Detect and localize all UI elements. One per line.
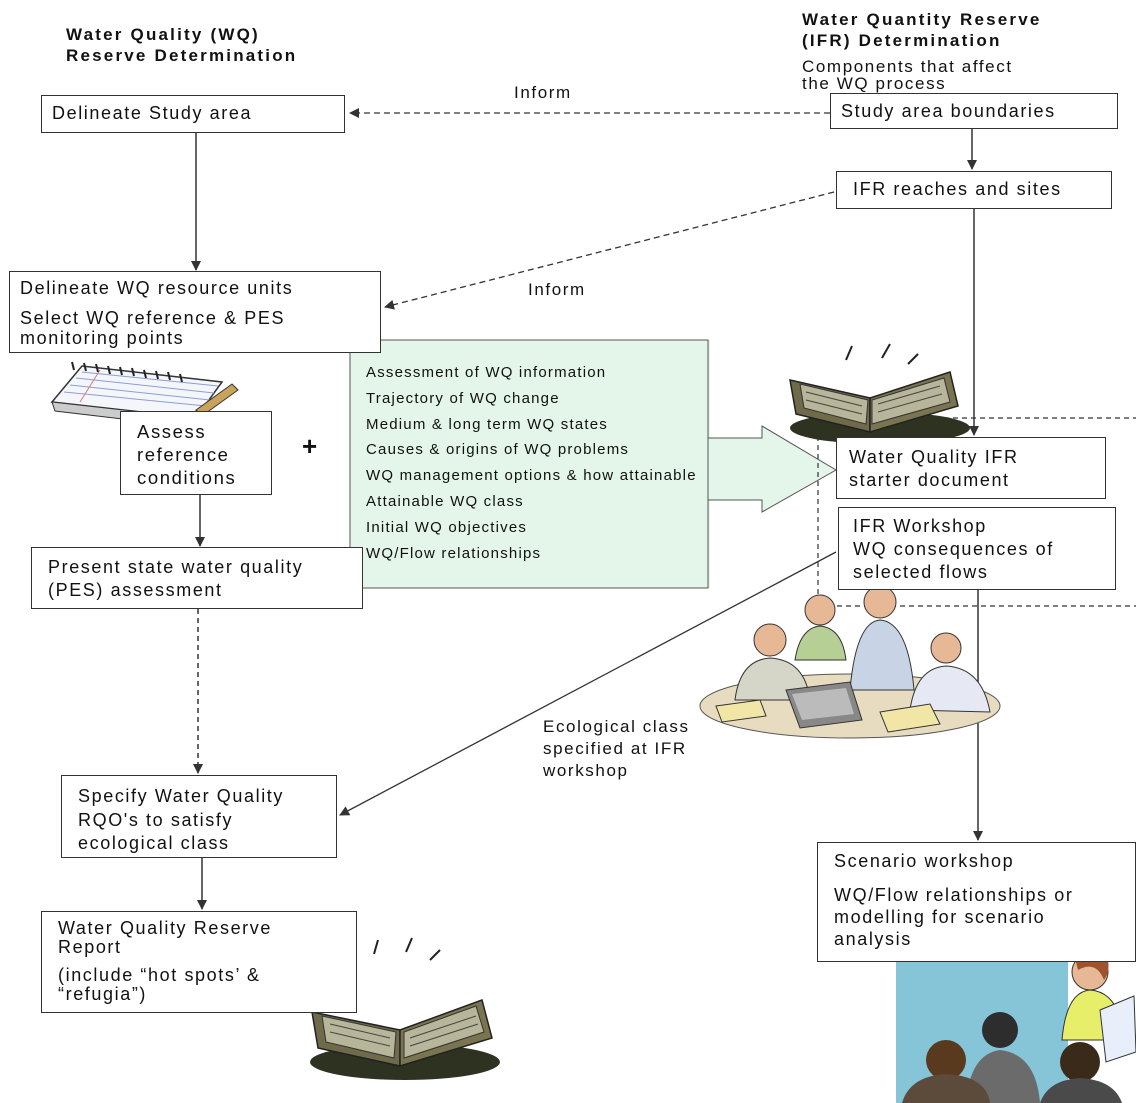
wq-ifr-starter-box: Water Quality IFR starter document xyxy=(836,437,1106,499)
starter-line-1: Water Quality IFR xyxy=(849,447,1019,467)
meeting-people-icon xyxy=(699,585,1001,739)
study-area-boundaries-box: Study area boundaries xyxy=(830,93,1118,129)
inform-arrow-middle xyxy=(384,191,835,310)
presentation-people-icon xyxy=(896,949,1136,1103)
eco-line-2: specified at IFR xyxy=(543,739,687,758)
resource-units-line-2: Select WQ reference & PES xyxy=(20,308,286,328)
arrow-ecological-class xyxy=(339,551,837,816)
rqo-line-1: Specify Water Quality xyxy=(78,786,284,806)
wq-header-line-1: Water Quality (WQ) xyxy=(66,25,260,44)
ifr-dashed-enclosure xyxy=(817,417,1136,607)
workshop-line-1: IFR Workshop xyxy=(853,516,987,536)
ifr-header: Water Quantity Reserve (IFR) Determinati… xyxy=(802,9,1042,51)
assess-line-2: reference xyxy=(137,444,230,465)
green-panel-border xyxy=(349,339,709,589)
wq-header: Water Quality (WQ) Reserve Determination xyxy=(66,24,297,66)
boundaries-label: Study area boundaries xyxy=(841,101,1056,121)
list-item: WQ/Flow relationships xyxy=(366,544,542,562)
scenario-line-2: WQ/Flow relationships or xyxy=(834,885,1074,905)
scenario-line-1: Scenario workshop xyxy=(834,851,1015,871)
resource-units-box: Delineate WQ resource units Select WQ re… xyxy=(9,271,381,353)
wq-reserve-report-box: Water Quality Reserve Report (include “h… xyxy=(41,911,357,1013)
assess-line-1: Assess xyxy=(137,421,207,442)
starter-line-2: starter document xyxy=(849,470,1010,490)
ifr-workshop-box: IFR Workshop WQ consequences of selected… xyxy=(838,507,1116,590)
open-book-icon xyxy=(789,343,970,444)
list-item: Trajectory of WQ change xyxy=(366,389,560,407)
inform-label-middle: Inform xyxy=(528,280,586,299)
delineate-study-area-label: Delineate Study area xyxy=(52,103,253,123)
specify-rqo-box: Specify Water Quality RQO's to satisfy e… xyxy=(61,775,337,858)
list-item: Medium & long term WQ states xyxy=(366,415,608,433)
eco-line-1: Ecological class xyxy=(543,717,690,736)
wq-header-line-2: Reserve Determination xyxy=(66,46,298,65)
report-line-4: “refugia”) xyxy=(58,984,148,1004)
resource-units-line-3: monitoring points xyxy=(20,328,185,348)
eco-line-3: workshop xyxy=(543,761,629,780)
workshop-line-2: WQ consequences of xyxy=(853,539,1054,559)
ifr-reaches-box: IFR reaches and sites xyxy=(836,171,1112,209)
workshop-line-3: selected flows xyxy=(853,562,989,582)
scenario-line-4: analysis xyxy=(834,929,912,949)
report-line-1: Water Quality Reserve xyxy=(58,918,272,938)
list-item: Attainable WQ class xyxy=(366,492,524,510)
scenario-workshop-box: Scenario workshop WQ/Flow relationships … xyxy=(817,842,1136,962)
report-line-3: (include “hot spots’ & xyxy=(58,965,261,985)
report-line-2: Report xyxy=(58,937,122,957)
ifr-subheader: Components that affect the WQ process xyxy=(802,58,1013,92)
rqo-line-2: RQO's to satisfy xyxy=(78,809,234,830)
pes-assessment-box: Present state water quality (PES) assess… xyxy=(31,547,363,609)
scenario-line-3: modelling for scenario xyxy=(834,907,1046,927)
ifr-subheader-line-2: the WQ process xyxy=(802,74,947,93)
ifr-header-line-1: Water Quantity Reserve xyxy=(802,10,1042,29)
list-item: Initial WQ objectives xyxy=(366,518,528,536)
assess-line-3: conditions xyxy=(137,467,237,488)
open-book-icon xyxy=(310,937,500,1080)
pes-line-1: Present state water quality xyxy=(48,557,304,577)
delineate-study-area-box: Delineate Study area xyxy=(41,95,345,133)
ifr-subheader-line-1: Components that affect xyxy=(802,57,1013,76)
ecological-class-label: Ecological class specified at IFR worksh… xyxy=(543,716,690,782)
assess-reference-box: Assess reference conditions xyxy=(120,411,272,495)
ifr-header-line-2: (IFR) Determination xyxy=(802,31,1002,50)
inform-label-top: Inform xyxy=(514,83,572,102)
plus-sign: + xyxy=(302,431,319,461)
list-item: Assessment of WQ information xyxy=(366,364,607,381)
wq-information-list: Assessment of WQ information Trajectory … xyxy=(366,360,697,566)
resource-units-line-1: Delineate WQ resource units xyxy=(20,278,294,298)
rqo-line-3: ecological class xyxy=(78,833,230,853)
list-item: WQ management options & how attainable xyxy=(366,467,697,485)
green-arrow-head xyxy=(707,425,837,513)
list-item: Causes & origins of WQ problems xyxy=(366,441,630,459)
wq-information-panel xyxy=(350,340,710,588)
pes-line-2: (PES) assessment xyxy=(48,580,223,600)
reaches-label: IFR reaches and sites xyxy=(853,179,1062,199)
